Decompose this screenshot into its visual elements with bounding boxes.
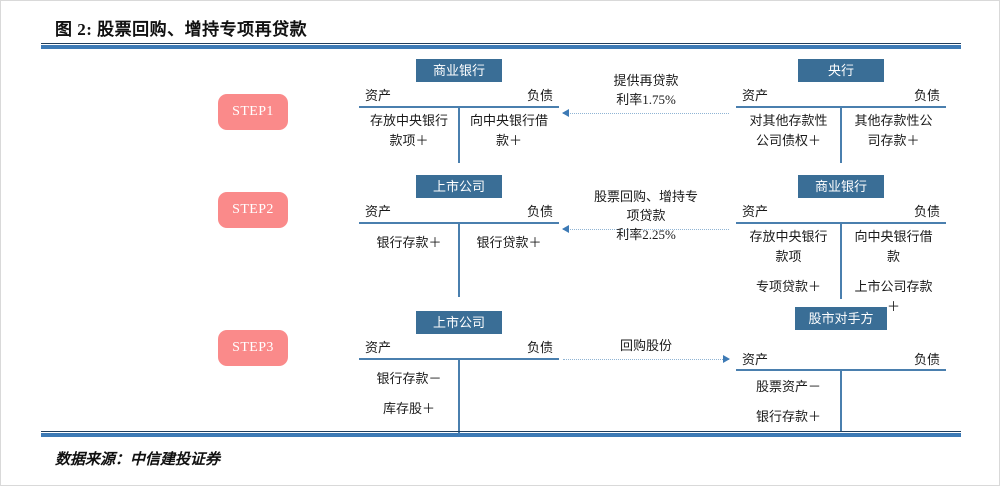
t-cell-liabilities: 向中央银行借款＋ xyxy=(459,111,559,161)
t-cell-assets: 银行存款＋ xyxy=(359,233,459,263)
t-cell-assets: 存放中央银行款项 专项贷款＋ xyxy=(736,227,841,327)
t-col-label-liabilities: 负债 xyxy=(526,204,553,219)
t-cell-liabilities: 向中央银行借款 上市公司存款＋ xyxy=(841,227,946,327)
t-cell-liabilities xyxy=(459,369,559,429)
t-entry: 银行存款－ xyxy=(376,371,442,386)
source-divider-bar xyxy=(41,433,961,437)
t-col-label-liabilities: 负债 xyxy=(526,88,553,103)
arrow-head-left-icon xyxy=(562,109,569,117)
t-account-header: 商业银行 xyxy=(416,59,502,82)
t-entry: 上市公司存款＋ xyxy=(854,279,933,314)
t-account-header: 股市对手方 xyxy=(795,307,887,330)
arrow-label-line: 利率1.75% xyxy=(616,92,676,107)
t-col-assets: 资产 xyxy=(359,337,459,358)
t-account-header: 上市公司 xyxy=(416,175,502,198)
t-entry: 银行贷款＋ xyxy=(476,235,542,250)
t-cell-assets: 银行存款－ 库存股＋ xyxy=(359,369,459,429)
arrow-head-right-icon xyxy=(723,355,730,363)
t-entry: 库存股＋ xyxy=(382,401,435,416)
title-divider-thin xyxy=(41,43,961,44)
t-entry: 银行存款＋ xyxy=(755,409,821,424)
t-entry: 银行存款＋ xyxy=(376,235,442,250)
t-entry: 存放中央银行款项＋ xyxy=(369,113,448,148)
t-account-step2-left: 上市公司 资产 负债 银行存款＋ 银行贷款＋ xyxy=(359,175,559,297)
t-col-label-liabilities: 负债 xyxy=(913,204,940,219)
t-col-liabilities: 负债 xyxy=(841,349,946,370)
t-col-liabilities: 负债 xyxy=(459,201,559,222)
t-entry: 存放中央银行款项 xyxy=(749,229,828,264)
step-badge-1: STEP1 xyxy=(218,94,288,130)
t-col-assets: 资产 xyxy=(736,85,841,106)
t-cell-liabilities: 其他存款性公司存款＋ xyxy=(841,111,946,161)
page-title: 图 2: 股票回购、增持专项再贷款 xyxy=(55,20,308,39)
t-col-label-assets: 资产 xyxy=(365,88,392,103)
t-cell-assets: 股票资产－ 银行存款＋ xyxy=(736,377,841,437)
t-account-step3-left: 上市公司 资产 负债 银行存款－ 库存股＋ xyxy=(359,311,559,436)
t-account-step1-left: 商业银行 资产 负债 存放中央银行款项＋ 向中央银行借款＋ xyxy=(359,59,559,163)
t-col-assets: 资产 xyxy=(736,349,841,370)
t-col-label-liabilities: 负债 xyxy=(913,88,940,103)
arrow-label-step2: 股票回购、增持专 项贷款 利率2.25% xyxy=(594,187,698,244)
title-divider-bar xyxy=(41,45,961,49)
arrow-label-line: 回购股份 xyxy=(619,338,673,353)
arrow-line xyxy=(563,359,729,360)
arrow-label-line: 股票回购、增持专 xyxy=(593,189,699,204)
t-entry: 对其他存款性公司债权＋ xyxy=(749,113,828,148)
t-col-liabilities: 负债 xyxy=(841,201,946,222)
t-col-label-assets: 资产 xyxy=(365,204,392,219)
t-account-step2-right: 商业银行 资产 负债 存放中央银行款项 专项贷款＋ 向中央银行借款 上市公司存款… xyxy=(736,175,946,314)
t-cell-assets: 对其他存款性公司债权＋ xyxy=(736,111,841,161)
t-account-header: 央行 xyxy=(798,59,884,82)
t-cell-liabilities: 银行贷款＋ xyxy=(459,233,559,263)
t-col-label-assets: 资产 xyxy=(742,204,769,219)
t-entry: 专项贷款＋ xyxy=(755,279,821,294)
t-account-step3-right: 股市对手方 资产 负债 股票资产－ 银行存款＋ xyxy=(736,307,946,431)
t-vertical-divider xyxy=(840,106,842,163)
t-entry: 其他存款性公司存款＋ xyxy=(854,113,933,148)
t-col-liabilities: 负债 xyxy=(459,85,559,106)
t-entry: 向中央银行借款 xyxy=(854,229,933,264)
t-col-liabilities: 负债 xyxy=(459,337,559,358)
t-col-label-assets: 资产 xyxy=(742,352,769,367)
t-col-assets: 资产 xyxy=(736,201,841,222)
arrow-label-line: 项贷款 xyxy=(626,208,666,223)
t-entry: 向中央银行借款＋ xyxy=(469,113,548,148)
arrow-line xyxy=(563,113,729,114)
step-badge-2: STEP2 xyxy=(218,192,288,228)
t-col-assets: 资产 xyxy=(359,85,459,106)
t-vertical-divider xyxy=(458,358,460,436)
step-badge-3: STEP3 xyxy=(218,330,288,366)
arrow-label-line: 提供再贷款 xyxy=(613,73,679,88)
t-vertical-divider xyxy=(840,222,842,299)
t-vertical-divider xyxy=(458,106,460,163)
t-col-label-liabilities: 负债 xyxy=(526,340,553,355)
t-cell-liabilities xyxy=(841,377,946,437)
arrow-line xyxy=(563,229,729,230)
arrow-head-left-icon xyxy=(562,225,569,233)
t-vertical-divider xyxy=(458,222,460,297)
source-note: 数据来源：中信建投证券 xyxy=(55,452,221,468)
t-account-header: 商业银行 xyxy=(798,175,884,198)
t-account-step1-right: 央行 资产 负债 对其他存款性公司债权＋ 其他存款性公司存款＋ xyxy=(736,59,946,163)
t-col-label-assets: 资产 xyxy=(742,88,769,103)
t-vertical-divider xyxy=(840,369,842,431)
t-cell-assets: 存放中央银行款项＋ xyxy=(359,111,459,161)
arrow-label-step3: 回购股份 xyxy=(620,336,672,355)
t-entry: 股票资产－ xyxy=(755,379,821,394)
t-col-assets: 资产 xyxy=(359,201,459,222)
t-col-label-assets: 资产 xyxy=(365,340,392,355)
source-divider-thin xyxy=(41,431,961,432)
arrow-label-line: 利率2.25% xyxy=(616,227,676,242)
t-account-header: 上市公司 xyxy=(416,311,502,334)
t-col-liabilities: 负债 xyxy=(841,85,946,106)
arrow-label-step1: 提供再贷款 利率1.75% xyxy=(613,71,678,109)
t-col-label-liabilities: 负债 xyxy=(913,352,940,367)
